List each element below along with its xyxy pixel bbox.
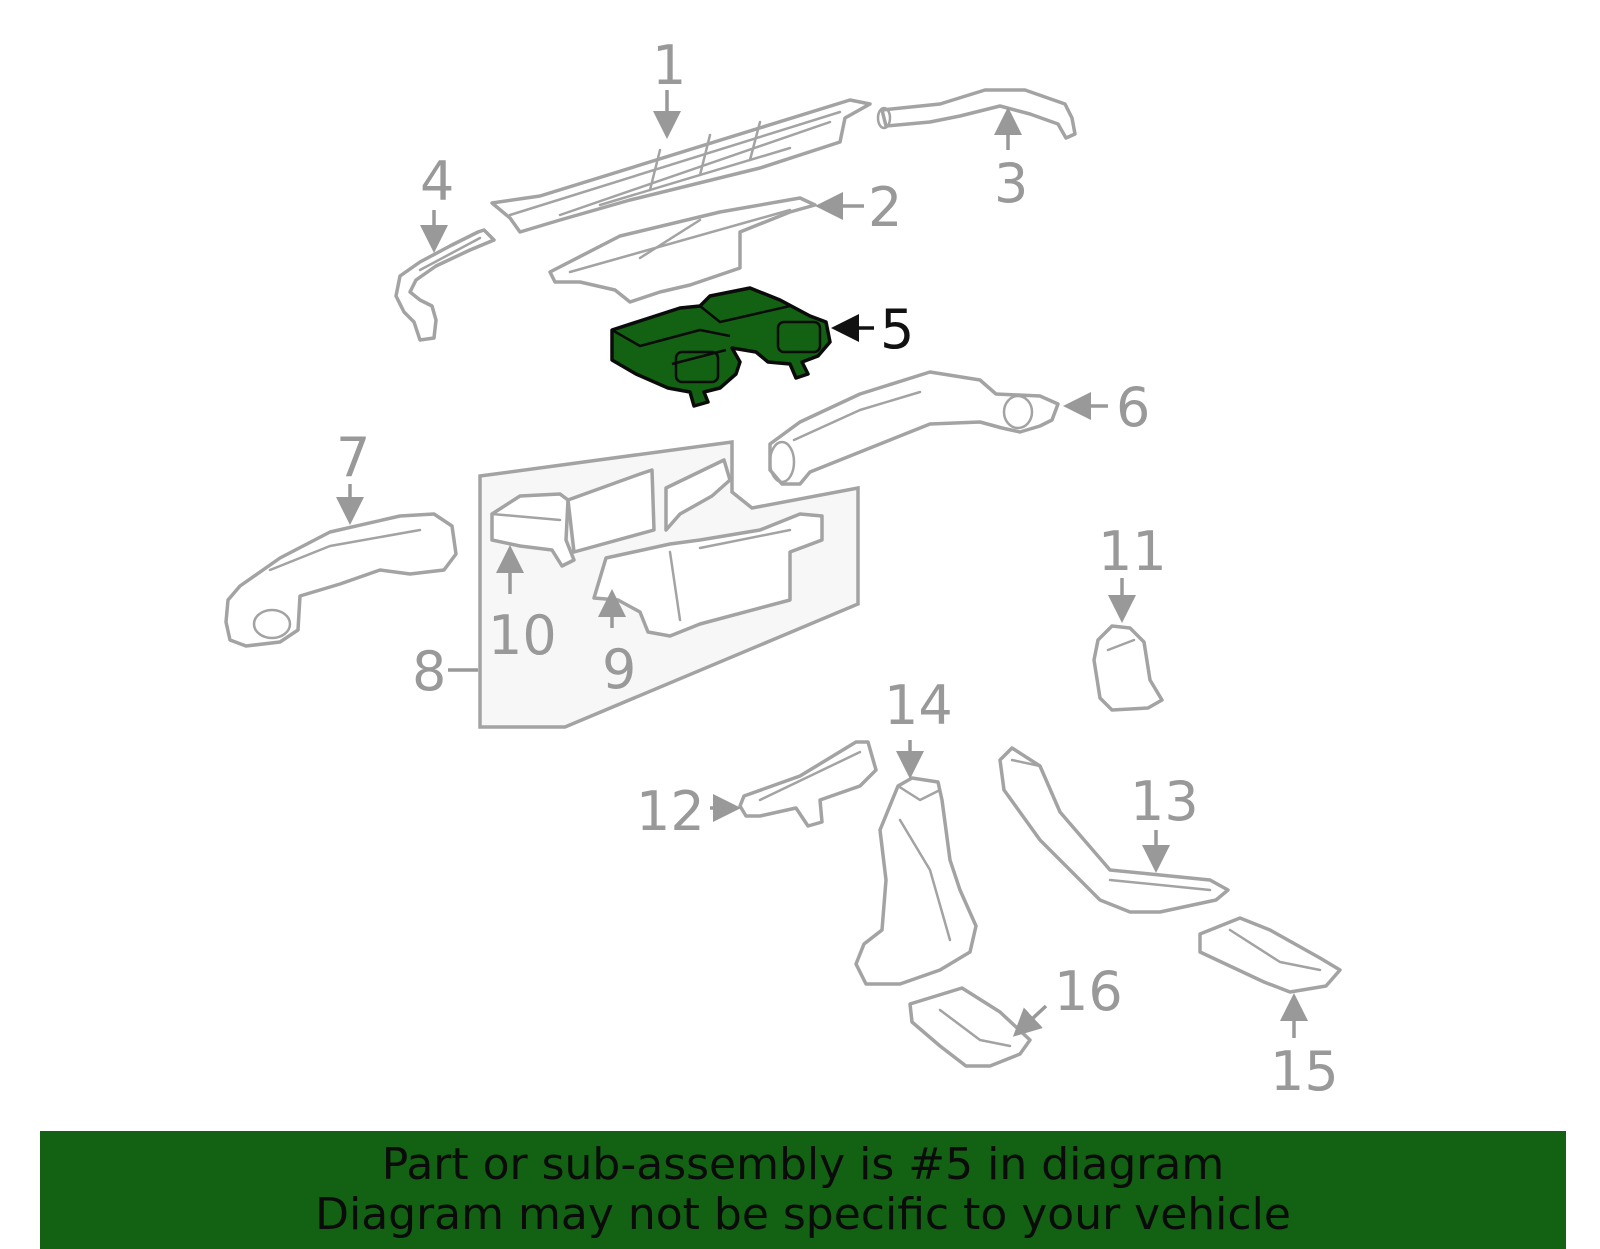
callout-6: 6 [1116, 376, 1150, 439]
info-banner: Part or sub-assembly is #5 in diagram Di… [40, 1131, 1566, 1249]
part-3-side-duct-right[interactable] [876, 88, 1077, 140]
part-9-duct[interactable] [592, 458, 824, 638]
callout-7: 7 [336, 426, 370, 489]
callout-1: 1 [652, 34, 686, 97]
part-7-side-duct-left[interactable] [224, 512, 458, 648]
part-12-duct[interactable] [738, 740, 878, 828]
callout-2: 2 [868, 176, 902, 239]
callout-9: 9 [602, 638, 636, 701]
callout-14: 14 [884, 674, 953, 737]
callout-10: 10 [488, 604, 557, 667]
callout-13: 13 [1130, 770, 1199, 833]
leader-lines [336, 90, 1308, 1038]
part-15-floor-duct[interactable] [1198, 916, 1342, 994]
part-11-duct[interactable] [1092, 624, 1164, 712]
part-2-defroster-duct[interactable] [548, 196, 817, 304]
callout-4: 4 [420, 150, 454, 213]
part-6-side-duct[interactable] [768, 370, 1060, 486]
callout-11: 11 [1098, 520, 1167, 583]
callout-8: 8 [412, 640, 446, 703]
callout-labels: 1 2 3 4 5 6 7 8 9 10 11 12 13 14 15 16 [336, 34, 1339, 1103]
banner-line-part: Part or sub-assembly is #5 in diagram [381, 1139, 1225, 1190]
part-5-center-duct-highlighted[interactable] [610, 286, 832, 408]
callout-15: 15 [1270, 1040, 1339, 1103]
part-16-floor-duct[interactable] [908, 986, 1032, 1068]
banner-line-disclaimer: Diagram may not be specific to your vehi… [315, 1189, 1291, 1240]
callout-5: 5 [880, 298, 914, 361]
callout-12: 12 [636, 780, 705, 843]
part-14-rear-duct[interactable] [854, 776, 978, 986]
part-4-side-duct-left[interactable] [394, 228, 496, 342]
part-10-duct[interactable] [490, 468, 656, 568]
callout-3: 3 [994, 152, 1028, 215]
callout-16: 16 [1054, 960, 1123, 1023]
part-1-defroster-nozzle[interactable] [490, 98, 872, 234]
part-13-rear-duct[interactable] [998, 746, 1230, 914]
